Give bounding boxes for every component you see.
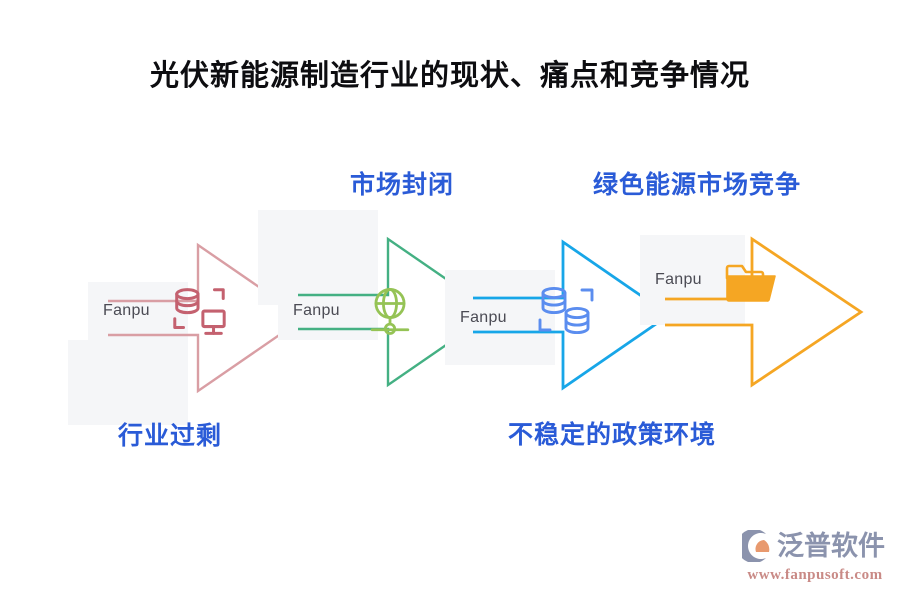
watermark-logo: 泛普软件 www.fanpusoft.com: [736, 526, 888, 588]
stage-4-fanpu-label: Fanpu: [655, 271, 702, 288]
watermark-brand-text: 泛普软件: [777, 530, 885, 561]
stage-4-group: Fanpu 绿色能源市场竞争: [593, 165, 864, 415]
stage-1-fanpu-plate: Fanpu: [88, 282, 188, 340]
stage-1-icon-wrap: [168, 282, 230, 344]
database-monitor-icon: [173, 288, 226, 335]
stage-3-group: Fanpu: [435, 200, 715, 449]
stage-4-icon-wrap: [725, 258, 777, 306]
stage-3-icon-wrap: [533, 280, 601, 348]
stage-2-caption: 市场封闭: [350, 172, 455, 199]
stage-3-fanpu-plate: Fanpu: [445, 270, 555, 365]
stage-1-fanpu-label: Fanpu: [103, 302, 150, 319]
folder-icon: [725, 264, 776, 302]
stage-1-plate-back: [68, 340, 188, 425]
stage-3-caption: 不稳定的政策环境: [508, 422, 717, 449]
stage-2-group: Fanpu 市场封闭: [250, 165, 497, 415]
watermark-brand-row: 泛普软件: [736, 526, 888, 566]
dual-database-icon: [538, 286, 594, 335]
globe-network-icon: [370, 288, 410, 335]
watermark-url: www.fanpusoft.com: [747, 567, 883, 583]
page-title: 光伏新能源制造行业的现状、痛点和竞争情况: [149, 60, 750, 92]
stage-2-icon-wrap: [360, 281, 420, 346]
stage-2-fanpu-plate: Fanpu: [278, 282, 378, 340]
stage-2-fanpu-label: Fanpu: [293, 302, 340, 319]
stage-3-fanpu-label: Fanpu: [460, 308, 507, 326]
stage-1-caption: 行业过剩: [118, 423, 223, 450]
fanpu-logo-mark-icon: [736, 529, 774, 563]
stage-4-caption: 绿色能源市场竞争: [593, 172, 802, 199]
